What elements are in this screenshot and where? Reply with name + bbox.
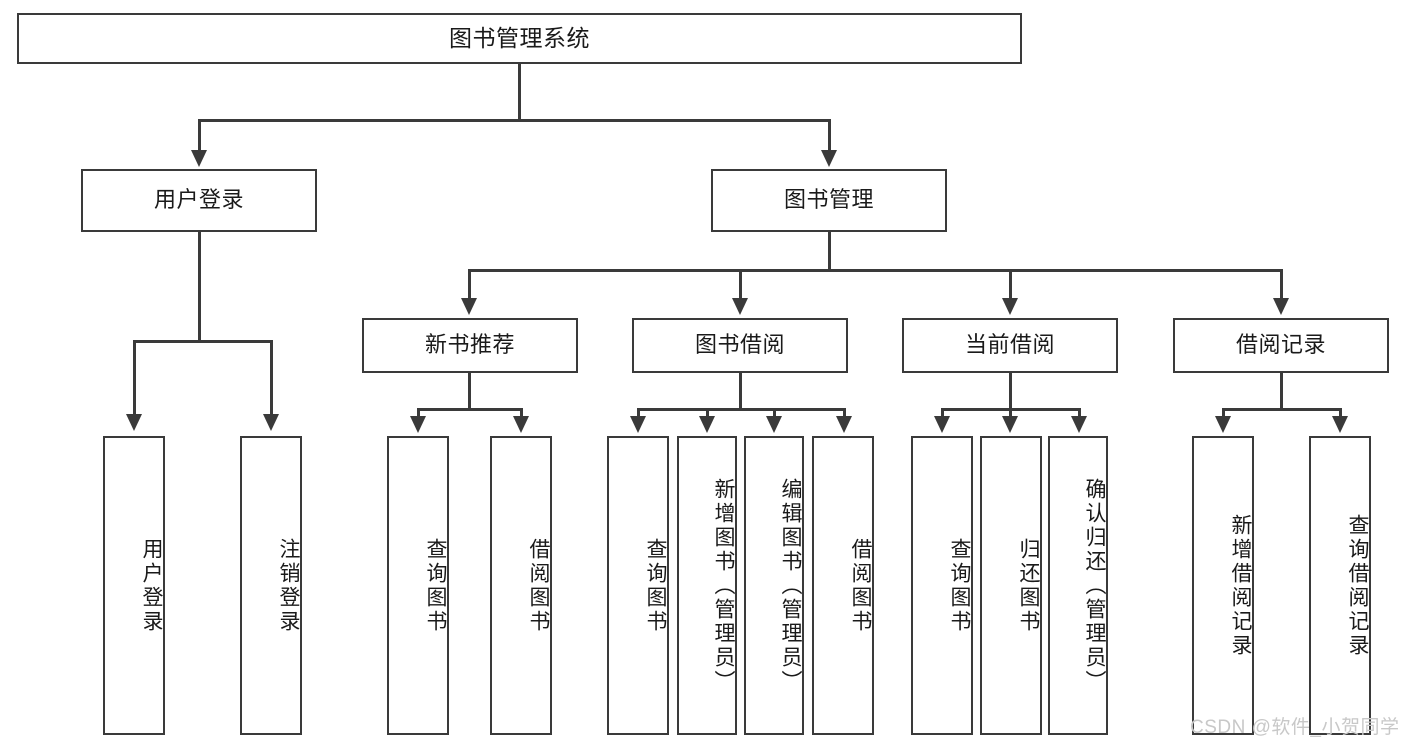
node-borrow-record[interactable]: 借阅记录	[1173, 318, 1389, 373]
node-label: 用户登录	[153, 187, 244, 213]
connector-new-book-stem	[468, 373, 471, 410]
connector-current-borrow-drop-1	[941, 408, 944, 418]
leaf-label: 借阅图书	[849, 537, 872, 634]
node-label: 新书推荐	[424, 332, 515, 358]
arrow-to-book-borrow	[732, 298, 748, 315]
arrow-book-borrow-leaf-3	[766, 416, 782, 433]
leaf-current-borrow-1[interactable]: 归还图书	[980, 436, 1042, 735]
leaf-label: 查询图书	[948, 537, 971, 634]
connector-user-login-drop-2	[270, 340, 273, 416]
connector-borrow-record-stem	[1280, 373, 1283, 410]
leaf-label: 新增借阅记录	[1229, 513, 1252, 658]
node-label: 图书借阅	[694, 332, 785, 358]
arrow-new-book-leaf-2	[513, 416, 529, 433]
connector-book-borrow-drop-2	[706, 408, 709, 418]
arrow-borrow-record-leaf-2	[1332, 416, 1348, 433]
connector-borrow-record-drop-1	[1222, 408, 1225, 418]
connector-new-book-bus	[417, 408, 520, 411]
leaf-label: 查询借阅记录	[1346, 513, 1369, 658]
arrow-book-borrow-leaf-4	[836, 416, 852, 433]
connector-root-to-user-login	[198, 119, 201, 152]
node-label: 图书管理系统	[449, 24, 590, 51]
arrow-user-login-leaf-1	[126, 414, 142, 431]
leaf-label: 确认归还（管理员）	[1083, 477, 1106, 694]
leaf-label: 编辑图书（管理员）	[779, 477, 802, 694]
leaf-user-login-0[interactable]: 用户登录	[103, 436, 165, 735]
arrow-book-borrow-leaf-2	[699, 416, 715, 433]
connector-book-manage-drop-4	[1280, 269, 1283, 300]
leaf-book-borrow-3[interactable]: 借阅图书	[812, 436, 874, 735]
leaf-new-book-recommend-1[interactable]: 借阅图书	[490, 436, 552, 735]
leaf-label: 注销登录	[277, 537, 300, 634]
connector-user-login-stem	[198, 232, 201, 342]
arrow-current-borrow-leaf-2	[1002, 416, 1018, 433]
arrow-borrow-record-leaf-1	[1215, 416, 1231, 433]
arrow-user-login-leaf-2	[263, 414, 279, 431]
arrow-to-current-borrow	[1002, 298, 1018, 315]
connector-book-borrow-bus	[637, 408, 843, 411]
leaf-label: 归还图书	[1017, 537, 1040, 634]
arrow-to-book-manage	[821, 150, 837, 167]
arrow-current-borrow-leaf-1	[934, 416, 950, 433]
connector-root-stem	[518, 64, 521, 119]
leaf-borrow-record-0[interactable]: 新增借阅记录	[1192, 436, 1254, 735]
connector-borrow-record-drop-2	[1339, 408, 1342, 418]
leaf-current-borrow-0[interactable]: 查询图书	[911, 436, 973, 735]
node-current-borrow[interactable]: 当前借阅	[902, 318, 1118, 373]
arrow-to-borrow-record	[1273, 298, 1289, 315]
node-root-library-system[interactable]: 图书管理系统	[17, 13, 1022, 64]
connector-book-manage-drop-2	[739, 269, 742, 300]
connector-user-login-drop-1	[133, 340, 136, 416]
arrow-book-borrow-leaf-1	[630, 416, 646, 433]
leaf-label: 用户登录	[140, 537, 163, 634]
node-book-management[interactable]: 图书管理	[711, 169, 947, 232]
connector-book-manage-stem	[828, 232, 831, 271]
leaf-label: 新增图书（管理员）	[712, 477, 735, 694]
connector-root-bus	[198, 119, 830, 122]
arrow-to-user-login	[191, 150, 207, 167]
arrow-current-borrow-leaf-3	[1071, 416, 1087, 433]
arrow-new-book-leaf-1	[410, 416, 426, 433]
connector-root-to-book-manage	[828, 119, 831, 152]
node-new-book-recommend[interactable]: 新书推荐	[362, 318, 578, 373]
connector-book-borrow-drop-1	[637, 408, 640, 418]
leaf-label: 借阅图书	[527, 537, 550, 634]
node-label: 借阅记录	[1235, 332, 1326, 358]
node-user-login[interactable]: 用户登录	[81, 169, 317, 232]
connector-new-book-drop-1	[417, 408, 420, 418]
connector-user-login-bus	[133, 340, 270, 343]
connector-current-borrow-drop-3	[1078, 408, 1081, 418]
connector-current-borrow-drop-2	[1009, 408, 1012, 418]
node-label: 当前借阅	[964, 332, 1055, 358]
leaf-current-borrow-2[interactable]: 确认归还（管理员）	[1048, 436, 1108, 735]
leaf-label: 查询图书	[424, 537, 447, 634]
connector-book-borrow-drop-4	[843, 408, 846, 418]
leaf-book-borrow-0[interactable]: 查询图书	[607, 436, 669, 735]
leaf-book-borrow-1[interactable]: 新增图书（管理员）	[677, 436, 737, 735]
connector-current-borrow-stem	[1009, 373, 1012, 410]
leaf-new-book-recommend-0[interactable]: 查询图书	[387, 436, 449, 735]
connector-book-manage-bus	[468, 269, 1280, 272]
connector-borrow-record-bus	[1222, 408, 1339, 411]
connector-book-borrow-stem	[739, 373, 742, 410]
connector-book-borrow-drop-3	[773, 408, 776, 418]
leaf-book-borrow-2[interactable]: 编辑图书（管理员）	[744, 436, 804, 735]
node-label: 图书管理	[783, 187, 874, 213]
leaf-label: 查询图书	[644, 537, 667, 634]
connector-book-manage-drop-3	[1009, 269, 1012, 300]
arrow-to-new-book-recommend	[461, 298, 477, 315]
connector-book-manage-drop-1	[468, 269, 471, 300]
watermark-text: CSDN @软件_小贺同学	[1190, 717, 1400, 738]
node-book-borrow[interactable]: 图书借阅	[632, 318, 848, 373]
connector-new-book-drop-2	[520, 408, 523, 418]
leaf-user-login-1[interactable]: 注销登录	[240, 436, 302, 735]
leaf-borrow-record-1[interactable]: 查询借阅记录	[1309, 436, 1371, 735]
